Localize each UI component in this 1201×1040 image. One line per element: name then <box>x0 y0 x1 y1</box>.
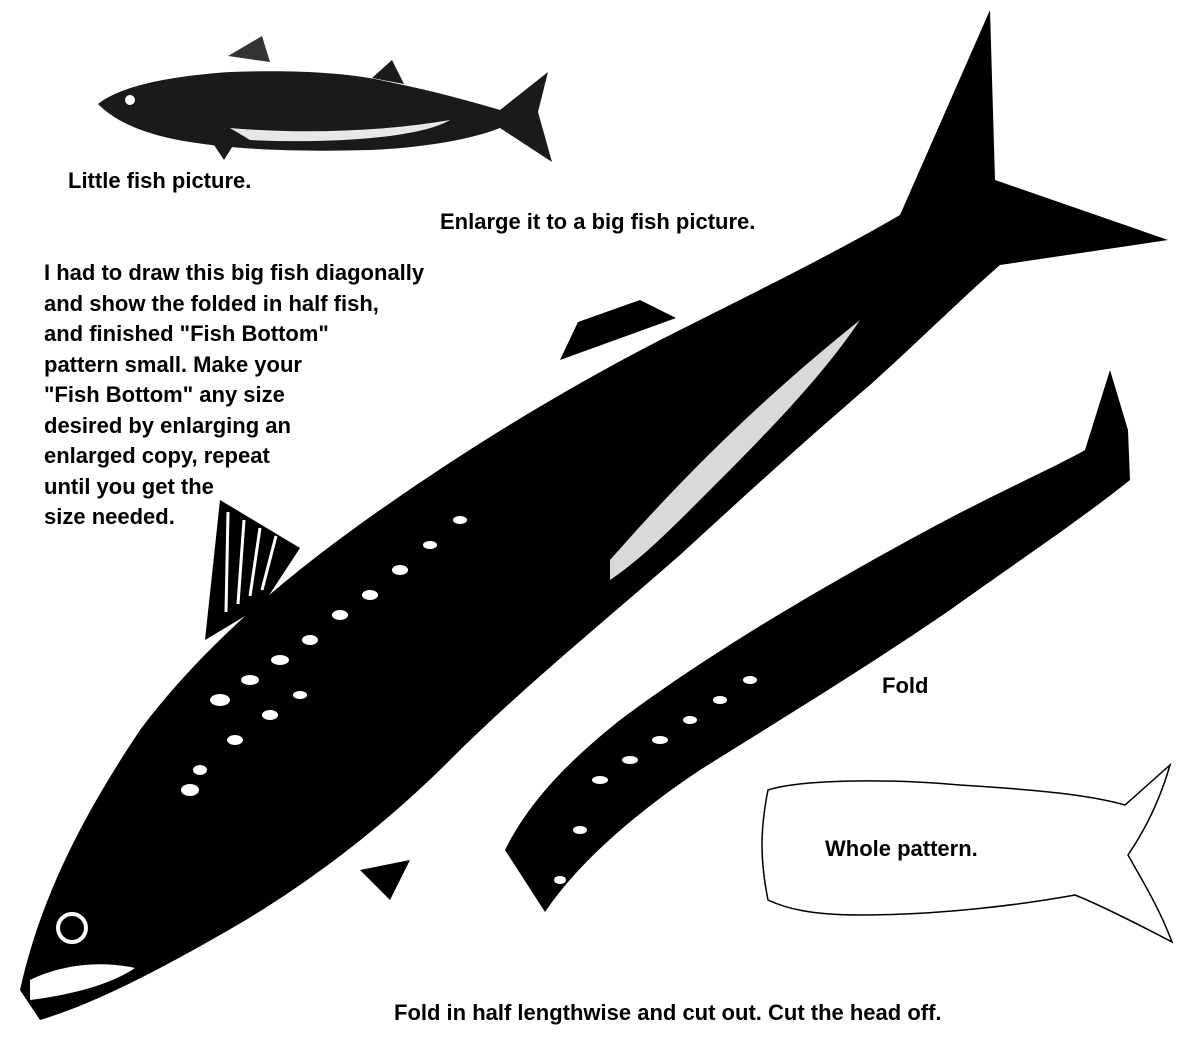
whole-pattern-caption: Whole pattern. <box>825 838 978 860</box>
instructions-line: pattern small. Make your <box>44 350 514 381</box>
instructions-line: and finished "Fish Bottom" <box>44 319 514 350</box>
enlarge-caption: Enlarge it to a big fish picture. <box>440 211 755 233</box>
instructions-paragraph: I had to draw this big fish diagonally a… <box>44 258 514 533</box>
instructions-line: size needed. <box>44 502 514 533</box>
instructions-line: until you get the <box>44 472 514 503</box>
little-fish-caption: Little fish picture. <box>68 170 251 192</box>
little-fish-dorsal-fin <box>228 36 270 62</box>
instructions-line: desired by enlarging an <box>44 411 514 442</box>
instructions-line: I had to draw this big fish diagonally <box>44 258 514 289</box>
instructions-line: "Fish Bottom" any size <box>44 380 514 411</box>
little-fish-eye <box>125 95 135 105</box>
little-fish-body <box>98 71 552 162</box>
fold-instructions-caption: Fold in half lengthwise and cut out. Cut… <box>394 1002 942 1024</box>
little-fish-pelvic-fin <box>212 142 234 160</box>
big-fish-pelvic-fin <box>360 860 410 900</box>
fold-caption: Fold <box>882 675 928 697</box>
little-fish-image <box>98 36 552 162</box>
instructions-line: and show the folded in half fish, <box>44 289 514 320</box>
instructions-line: enlarged copy, repeat <box>44 441 514 472</box>
